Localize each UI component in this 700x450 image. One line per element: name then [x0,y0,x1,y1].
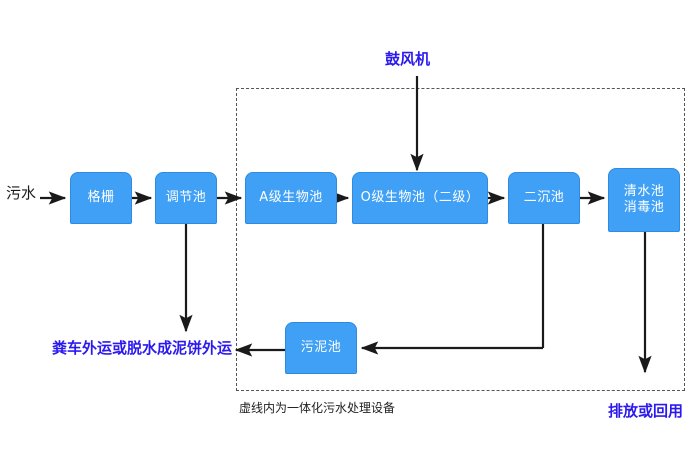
node-equalization[interactable]: 调节池 [155,172,217,224]
node-label-line1: 清水池 [623,183,665,199]
label-sludge-disposal: 粪车外运或脱水成泥饼外运 [52,339,233,357]
node-a-stage[interactable]: A级生物池 [245,172,337,224]
node-grille[interactable]: 格栅 [70,172,132,224]
label-blower: 鼓风机 [385,50,431,68]
node-label: 污泥池 [300,339,342,355]
node-label: 调节池 [165,189,207,205]
label-enclosure-caption: 虚线内为一体化污水处理设备 [239,401,396,415]
node-clearwater-disinfection[interactable]: 清水池 消毒池 [608,168,680,232]
label-inlet: 污水 [6,184,37,202]
node-o-stage[interactable]: O级生物池（二级） [352,172,488,224]
node-label: O级生物池（二级） [360,189,480,205]
node-label: A级生物池 [259,189,323,205]
integrated-equipment-enclosure [236,88,685,391]
node-clarifier[interactable]: 二沉池 [508,172,580,224]
node-label: 二沉池 [523,189,565,205]
node-sludge-tank[interactable]: 污泥池 [285,322,357,374]
node-label: 格栅 [87,189,115,205]
node-label-line2: 消毒池 [623,200,665,215]
label-effluent: 排放或回用 [608,402,684,420]
